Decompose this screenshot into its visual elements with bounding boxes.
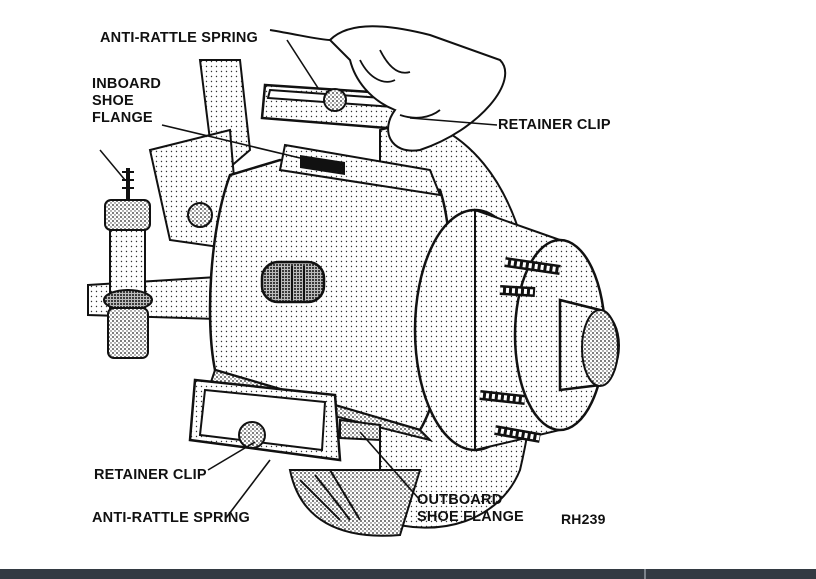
wheel-hub bbox=[413, 208, 620, 452]
brake-caliper-illustration bbox=[87, 25, 620, 537]
figure-code: RH239 bbox=[561, 511, 606, 527]
hand-illustration bbox=[269, 25, 507, 152]
label-inboard-shoe-flange: INBOARD SHOE FLANGE bbox=[92, 76, 162, 126]
label-outboard-shoe-flange: OUTBOARD SHOE FLANGE bbox=[417, 492, 524, 525]
bottom-retainer-clip bbox=[188, 378, 381, 462]
bottom-bar-divider bbox=[644, 569, 646, 579]
label-retainer-clip-right: RETAINER CLIP bbox=[498, 117, 611, 133]
bottom-bar bbox=[0, 569, 816, 579]
label-anti-rattle-spring-top: ANTI-RATTLE SPRING bbox=[100, 30, 258, 46]
label-retainer-clip-bottom: RETAINER CLIP bbox=[94, 467, 207, 483]
leader-lines bbox=[161, 39, 498, 519]
label-anti-rattle-spring-bottom: ANTI-RATTLE SPRING bbox=[92, 510, 250, 526]
